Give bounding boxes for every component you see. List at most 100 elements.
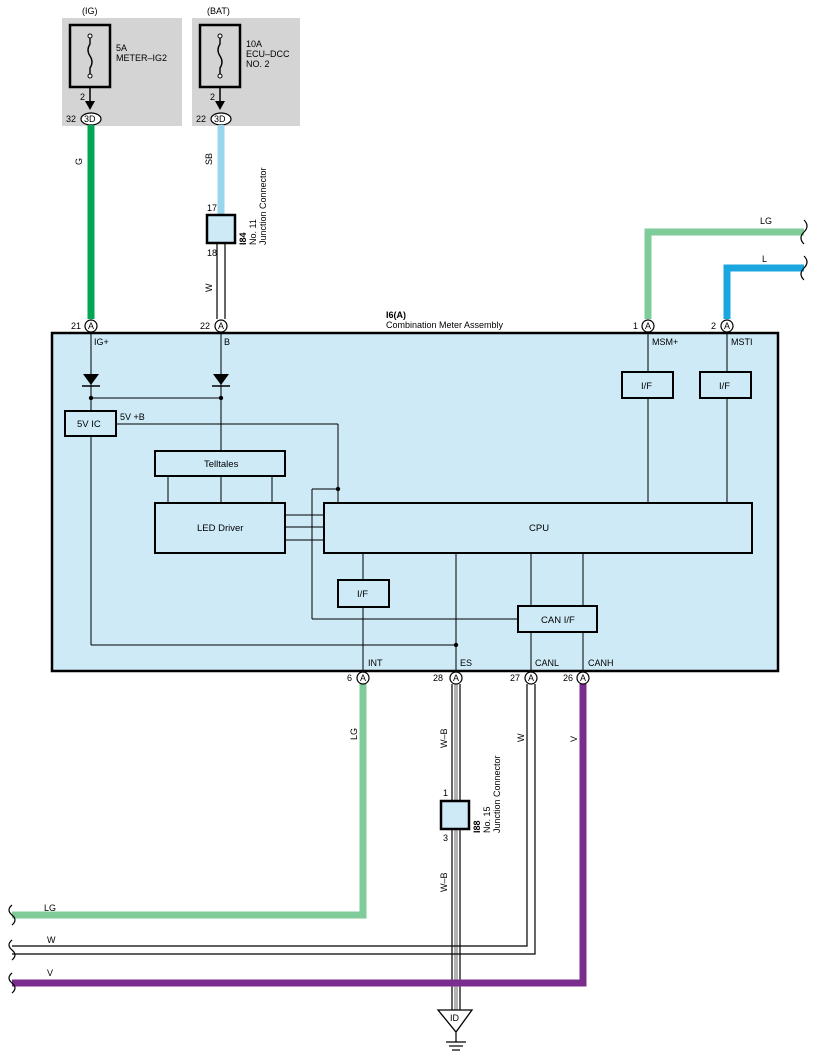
pin-msti: A 2 MSTI	[711, 319, 753, 347]
junction-i84-id: I84	[238, 232, 248, 245]
svg-text:MSTI: MSTI	[731, 337, 753, 347]
wire-wb-top-label: W–B	[439, 728, 449, 748]
svg-text:26: 26	[563, 673, 573, 683]
junction-i84-name: No. 11	[248, 219, 258, 245]
svg-text:A: A	[88, 321, 94, 331]
fuse-ig-terminal-icon	[85, 101, 95, 110]
wire-wb-bottom-label: W–B	[439, 872, 449, 892]
svg-text:A: A	[580, 673, 586, 683]
svg-text:21: 21	[71, 321, 81, 331]
pin-canl-label: CANL	[535, 658, 559, 668]
pin-es-label: ES	[460, 658, 472, 668]
pin-int: A 6	[347, 671, 370, 685]
block-if-msti-label: I/F	[719, 381, 730, 392]
junction-i84-type: Junction Connector	[258, 167, 268, 245]
pin-ig: A 21 IG+	[71, 319, 109, 347]
pin-b: A 22 B	[200, 319, 230, 347]
wire-v-canh-label: V	[569, 736, 579, 742]
wire-sb-label: SB	[204, 153, 214, 165]
fuse-bat-name: ECU–DCC	[246, 49, 290, 59]
svg-text:28: 28	[433, 673, 443, 683]
wire-w-top-label: W	[204, 283, 214, 292]
block-if-int-label: I/F	[357, 589, 368, 600]
ground-icon	[446, 1032, 466, 1051]
fuse-bat-connector-pin: 22	[196, 114, 206, 124]
fuse-bat-name2: NO. 2	[246, 59, 270, 69]
pin-canh-label: CANH	[588, 658, 614, 668]
pin-canh: A 26	[563, 671, 590, 685]
svg-text:A: A	[528, 673, 534, 683]
pin-es: A 28	[433, 671, 463, 685]
ground-triangle	[436, 1009, 474, 1034]
svg-text:1: 1	[633, 321, 638, 331]
block-cpu-label: CPU	[529, 523, 549, 534]
fuse-ig-source: (IG)	[82, 6, 98, 16]
junction-i84-pin-bottom: 18	[207, 248, 217, 258]
wire-w-canl-label: W	[516, 733, 526, 742]
fuse-ig-connector-label: 3D	[84, 114, 96, 124]
meter-id: I6(A)	[386, 310, 406, 320]
fuse-ig-connector-pin: 32	[66, 114, 76, 124]
block-led-driver-label: LED Driver	[197, 523, 243, 534]
wire-lg-int	[12, 684, 367, 919]
wire-l-right-label: L	[762, 254, 767, 264]
fuse-ig-rating: 5A	[116, 43, 127, 53]
wire-g-label: G	[74, 158, 84, 165]
fuse-bat-rating: 10A	[246, 39, 262, 49]
svg-text:2: 2	[711, 321, 716, 331]
fuse-panel-bat	[192, 18, 300, 126]
block-can-if	[517, 605, 598, 633]
fuse-bat-element	[217, 36, 223, 77]
svg-text:A: A	[218, 321, 224, 331]
junction-i88-pin-top: 1	[443, 788, 448, 798]
svg-text:IG+: IG+	[94, 337, 109, 347]
block-led-driver	[154, 502, 286, 554]
fuse-ig-pin: 2	[80, 92, 85, 102]
pin-canl: A 27	[510, 671, 538, 685]
svg-text:27: 27	[510, 673, 520, 683]
block-telltales-label: Telltales	[204, 459, 239, 470]
meter-name: Combination Meter Assembly	[386, 320, 504, 330]
junction-i84-pin-top: 17	[207, 203, 217, 213]
fuse-bat-terminal-icon	[215, 101, 225, 110]
junction-i88-pin-bottom: 3	[443, 833, 448, 843]
block-if-msm-label: I/F	[641, 381, 652, 392]
pin-int-label: INT	[368, 658, 383, 668]
diode-b-icon	[212, 374, 230, 387]
fuse-panel-ig	[62, 18, 182, 126]
svg-text:A: A	[645, 321, 651, 331]
diode-ig-icon	[82, 374, 100, 387]
wire-v-canh	[12, 684, 587, 987]
wire-w-bottom-label: W	[47, 935, 56, 945]
svg-text:B: B	[224, 337, 230, 347]
pin-msm: A 1 MSM+	[633, 319, 678, 347]
ground-label: ID	[450, 1013, 460, 1023]
block-5v-ic	[64, 410, 117, 437]
junction-i84-box	[205, 213, 237, 245]
junction-i88-id: I88	[472, 820, 482, 833]
wire-lg-int-label: LG	[349, 728, 359, 740]
wire-lg-bottom-label: LG	[44, 903, 56, 913]
block-if-msti	[699, 371, 752, 399]
block-cpu	[323, 502, 753, 554]
block-if-msm	[621, 371, 674, 399]
wire-v-bottom-label: V	[47, 968, 53, 978]
svg-text:MSM+: MSM+	[652, 337, 678, 347]
block-5v-ic-label: 5V IC	[77, 419, 101, 430]
junction-i88-type: Junction Connector	[492, 755, 502, 833]
block-if-int	[337, 579, 390, 608]
fuse-ig-name: METER–IG2	[116, 53, 167, 63]
svg-text:22: 22	[200, 321, 210, 331]
fuse-ig-element	[87, 36, 93, 77]
svg-text:A: A	[360, 673, 366, 683]
svg-text:6: 6	[347, 673, 352, 683]
fuse-bat-pin: 2	[210, 92, 215, 102]
wire-break-icons	[8, 904, 16, 994]
wire-l-right	[723, 264, 804, 319]
junction-i88-box	[439, 799, 471, 831]
svg-text:A: A	[453, 673, 459, 683]
fuse-bat-connector-label: 3D	[214, 114, 226, 124]
svg-text:A: A	[724, 321, 730, 331]
block-5v-ic-output: 5V +B	[120, 412, 145, 422]
